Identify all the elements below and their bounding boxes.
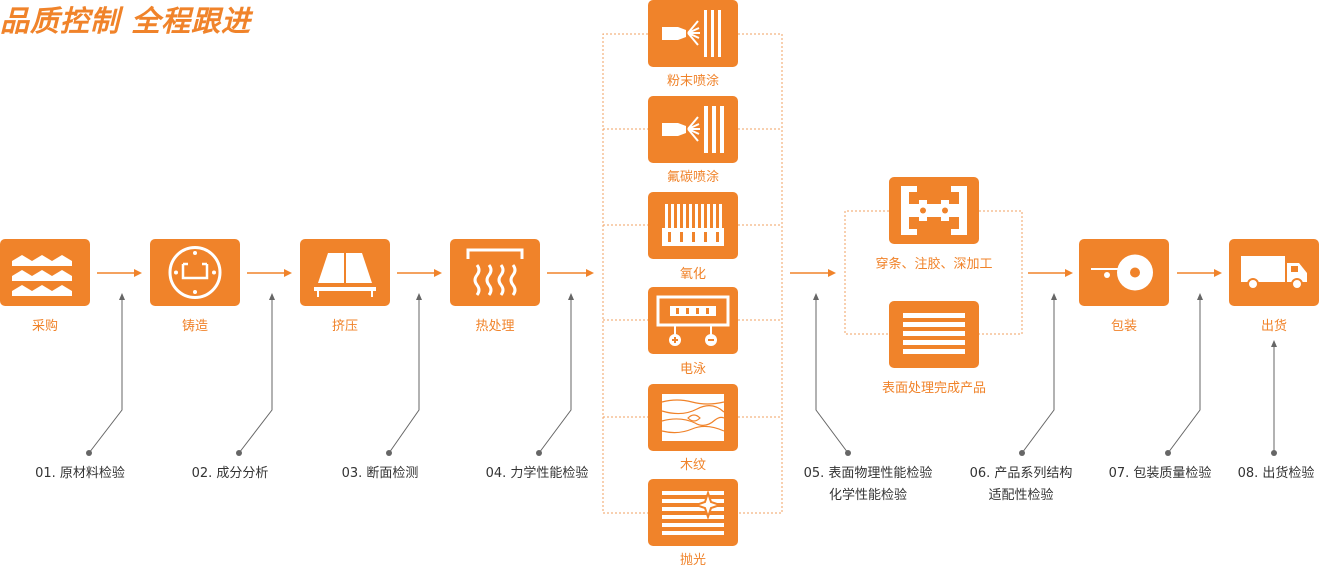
surface-polishing-label: 抛光 — [679, 553, 707, 568]
quality-pointer-line — [1167, 299, 1201, 454]
quality-pointer-line — [238, 299, 273, 454]
quality-pointer-arrow — [1051, 293, 1057, 300]
quality-check-6: 06. 产品系列结构 适配性检验 — [970, 463, 1073, 507]
step-extrusion-box[interactable] — [300, 239, 390, 306]
flow-arrow-head — [586, 269, 594, 277]
quality-check-5: 05. 表面物理性能检验 化学性能检验 — [804, 463, 933, 507]
quality-check-text: 07. 包装质量检验 — [1108, 466, 1212, 481]
quality-pointer-arrow — [568, 293, 574, 300]
fluorocarbon-spray-icon — [662, 106, 724, 153]
fabrication-processing-label: 穿条、注胶、深加工 — [875, 257, 993, 272]
packaging-roll-icon — [1091, 254, 1153, 291]
quality-check-text: 化学性能检验 — [828, 488, 907, 503]
quality-pointer-arrow — [416, 293, 422, 300]
quality-pointer-arrow — [813, 293, 819, 300]
flow-arrow-head — [828, 269, 836, 277]
surface-electrophoresis-label: 电泳 — [679, 362, 707, 377]
quality-check-text: 05. 表面物理性能检验 — [803, 466, 933, 481]
surface-fluorocarbon-box[interactable] — [648, 96, 738, 163]
quality-check-2: 02. 成分分析 — [192, 463, 269, 485]
step-casting-label: 铸造 — [181, 319, 209, 334]
quality-pointer-arrow — [269, 293, 275, 300]
fabrication-finished-label: 表面处理完成产品 — [881, 381, 987, 396]
finished-product-icon — [903, 313, 965, 354]
step-shipping-label: 出货 — [1260, 319, 1288, 334]
quality-check-text: 06. 产品系列结构 — [969, 466, 1073, 481]
casting-mold-icon — [168, 246, 222, 299]
polishing-icon — [662, 489, 724, 535]
step-heat-treatment-label: 热处理 — [475, 319, 515, 334]
aluminum-profiles-icon — [12, 255, 72, 296]
fabrication-processing-box[interactable] — [889, 177, 979, 244]
page-title: 品质控制 全程跟进 — [0, 4, 252, 38]
quality-check-8: 08. 出货检验 — [1238, 463, 1315, 485]
quality-check-4: 04. 力学性能检验 — [486, 463, 589, 485]
quality-pointer-dot — [236, 450, 242, 456]
surface-wood-grain-box[interactable] — [648, 384, 738, 451]
wood-grain-icon — [661, 394, 725, 441]
step-packaging-label: 包装 — [1110, 319, 1138, 334]
delivery-truck-icon — [1241, 256, 1307, 290]
quality-pointer-line — [1021, 299, 1055, 454]
electrophoresis-icon — [656, 295, 730, 346]
fabrication-finished-box[interactable] — [889, 301, 979, 368]
quality-check-7: 07. 包装质量检验 — [1109, 463, 1212, 485]
quality-pointer-dot — [845, 450, 851, 456]
surface-wood-grain-label: 木纹 — [679, 458, 707, 473]
quality-pointer-line — [388, 299, 420, 454]
step-packaging-box[interactable] — [1079, 239, 1169, 306]
flow-arrow-head — [1214, 269, 1222, 277]
dotted-bracket — [602, 33, 648, 514]
step-casting-box[interactable] — [150, 239, 240, 306]
quality-pointer-arrow — [119, 293, 125, 300]
quality-check-1: 01. 原材料检验 — [35, 463, 125, 485]
surface-polishing-box[interactable] — [648, 479, 738, 546]
surface-oxidation-box[interactable] — [648, 192, 738, 259]
oxidation-icon — [662, 204, 724, 246]
quality-check-text: 01. 原材料检验 — [35, 466, 125, 481]
step-extrusion-label: 挤压 — [331, 319, 359, 334]
quality-pointer-dot — [1271, 450, 1277, 456]
quality-pointer-line — [815, 299, 849, 454]
quality-check-text: 03. 断面检测 — [341, 466, 419, 481]
dotted-bracket — [979, 210, 1023, 335]
quality-check-3: 03. 断面检测 — [342, 463, 419, 485]
quality-pointer-dot — [536, 450, 542, 456]
profile-section-icon — [901, 186, 967, 235]
flow-arrow-head — [434, 269, 442, 277]
quality-pointer-dot — [386, 450, 392, 456]
step-purchase-label: 采购 — [31, 319, 59, 334]
quality-pointer-arrow — [1197, 293, 1203, 300]
heat-treatment-icon — [466, 248, 524, 296]
step-shipping-box[interactable] — [1229, 239, 1319, 306]
surface-oxidation-label: 氧化 — [679, 267, 707, 282]
quality-pointer-dot — [1019, 450, 1025, 456]
surface-powder-spray-label: 粉末喷涂 — [666, 74, 720, 89]
flow-arrow-head — [284, 269, 292, 277]
step-heat-treatment-box[interactable] — [450, 239, 540, 306]
dotted-bracket — [844, 210, 889, 335]
quality-check-text: 02. 成分分析 — [191, 466, 269, 481]
flow-arrow-head — [1065, 269, 1073, 277]
quality-pointer-arrow — [1271, 340, 1277, 347]
quality-check-text: 04. 力学性能检验 — [485, 466, 589, 481]
quality-check-text: 适配性检验 — [988, 488, 1054, 503]
quality-pointer-dot — [86, 450, 92, 456]
dotted-bracket — [738, 33, 783, 514]
flow-arrow-head — [134, 269, 142, 277]
powder-spray-icon — [662, 10, 721, 57]
extrusion-press-icon — [314, 253, 376, 297]
quality-check-text: 08. 出货检验 — [1237, 466, 1315, 481]
quality-pointer-dot — [1165, 450, 1171, 456]
quality-pointer-line — [88, 299, 123, 454]
surface-powder-spray-box[interactable] — [648, 0, 738, 67]
surface-electrophoresis-box[interactable] — [648, 287, 738, 354]
step-purchase-box[interactable] — [0, 239, 90, 306]
quality-pointer-line — [538, 299, 572, 454]
surface-fluorocarbon-label: 氟碳喷涂 — [666, 170, 720, 185]
